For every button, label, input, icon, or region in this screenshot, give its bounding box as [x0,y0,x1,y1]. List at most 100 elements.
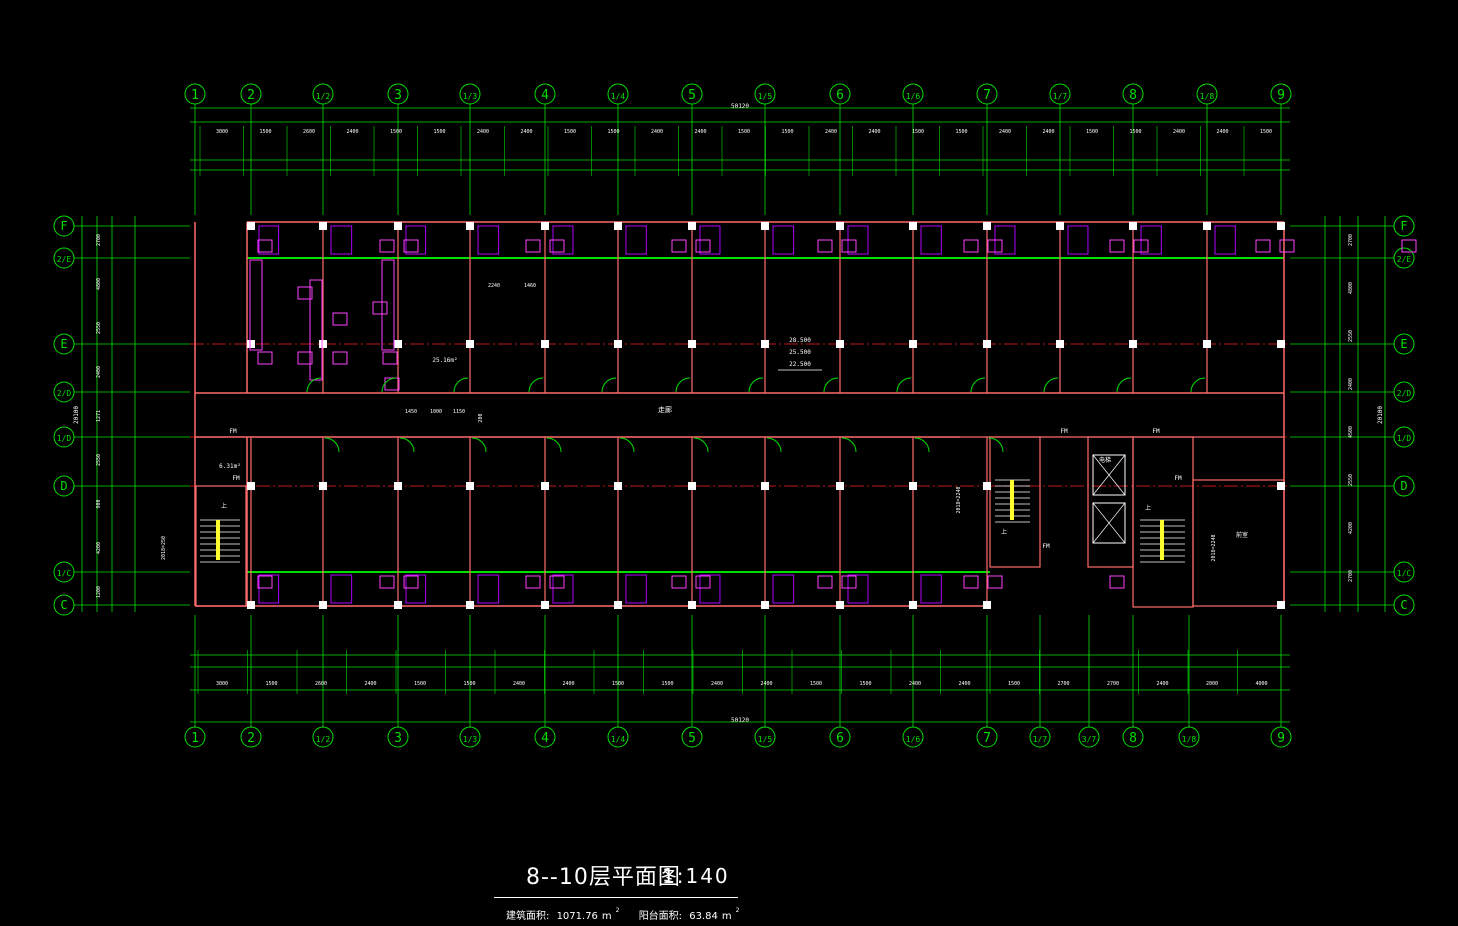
stairs [200,454,1185,563]
window [772,574,795,604]
dim-text-bottom: 2400 [562,681,574,687]
column [541,482,549,490]
door-swing [528,377,544,393]
dim-text-bottom: 2700 [1107,681,1119,687]
grid-label-bottom: 5 [688,731,696,746]
sanitary-fixture [257,239,273,253]
windows [258,225,1236,604]
door-swing [306,377,322,393]
sanitary-fixture [695,239,711,253]
dim-text-top: 2400 [520,129,532,135]
window [625,225,647,255]
grid-label-left: F [60,219,67,233]
dim-text-top: 2400 [1173,129,1185,135]
grid-label-right: 1/C [1397,569,1412,578]
dim-text-right: 2700 [1348,570,1354,582]
dim-text-top: 1500 [433,129,445,135]
dim-text-top: 2400 [477,129,489,135]
dim-text-top: 1500 [955,129,967,135]
grid-label-right: F [1400,219,1407,233]
desk [381,259,395,351]
stair-core-wall [989,436,1041,568]
dim-text-top: 1500 [564,129,576,135]
sanitary-fixture [671,239,687,253]
column [983,340,991,348]
dim-text-right: 2550 [1348,474,1354,486]
building-area-unit-sup: 2 [615,907,620,914]
balcony-area-unit: m [721,911,732,922]
column [983,222,991,230]
room-area-label: 25.16m² [432,357,457,364]
dim-text-top: 2400 [999,129,1011,135]
dim-text-bottom: 1500 [463,681,475,687]
sanitary-fixture [525,239,541,253]
office-chair [332,351,348,365]
sanitary-fixture [549,239,565,253]
column [909,601,917,609]
dim-text-left: 2700 [96,234,102,246]
dim-text-left: 1271 [96,410,102,422]
dim-text-top: 1500 [1260,129,1272,135]
office-chair [257,351,273,365]
sanitary-fixture [1133,239,1149,253]
dim-text-bottom: 2400 [513,681,525,687]
sanitary-fixture [1255,239,1271,253]
grid-label-right: 1/D [1397,434,1412,443]
grid-label-bottom: 8 [1129,731,1137,746]
column [247,222,255,230]
grid-label-bottom: 6 [836,731,844,746]
dim-text-top: 3000 [216,129,228,135]
desk [249,259,263,351]
dim-text-bottom: 1500 [661,681,673,687]
grid-label-bottom: 3 [394,731,402,746]
fire-door-label: FM [232,475,240,482]
stair-handrail [1160,520,1164,560]
dim-text-top: 1500 [259,129,271,135]
sanitary-fixture [1109,239,1125,253]
grid-label-top: 6 [836,88,844,103]
door-swing [546,437,562,453]
door-swing [381,377,397,393]
dim-text: 1150 [453,409,465,415]
column [909,482,917,490]
window [1214,225,1236,255]
dim-text-top: 2400 [346,129,358,135]
dim-text: 2018=250 [161,536,167,560]
sanitary-fixture [379,575,395,589]
column [1277,482,1285,490]
door-swing [399,437,415,453]
building-area-label: 建筑面积: [506,911,550,922]
grid-label-right: 2/D [1397,389,1412,398]
column [247,340,255,348]
dim-text-bottom: 2700 [1057,681,1069,687]
grid-label-bottom: 1/7 [1033,735,1048,744]
dim-text-bottom: 2400 [909,681,921,687]
grid-label-top: 1/8 [1200,92,1215,101]
door-swing [1190,377,1206,393]
column [1277,340,1285,348]
dim-text-left: 4200 [96,542,102,554]
fire-door-label: FM [1060,428,1068,435]
dim-text-top: 1500 [912,129,924,135]
grid-label-left: 1/D [57,434,72,443]
dim-text-bottom: 1500 [612,681,624,687]
dim-text: 2018=2240 [956,486,962,513]
dim-text-left: 900 [96,499,102,508]
window [330,225,353,255]
fire-door-label: FM [1042,543,1050,550]
overall-dim-right: 20100 [1377,406,1384,424]
stair-wall [195,485,247,607]
title-underline [494,897,738,898]
stair-handrail [216,520,220,560]
fire-door-label: FM [1152,428,1160,435]
column [836,482,844,490]
door-swing [675,377,691,393]
dim-text-bottom: 3000 [216,681,228,687]
fire-door-label: FM [229,428,237,435]
dim-text-bottom: 4000 [1255,681,1267,687]
grid-label-left: C [60,598,67,612]
dim-text-left: 1200 [96,586,102,598]
sanitary-fixture [1401,239,1417,253]
grid-label-bottom: 4 [541,731,549,746]
